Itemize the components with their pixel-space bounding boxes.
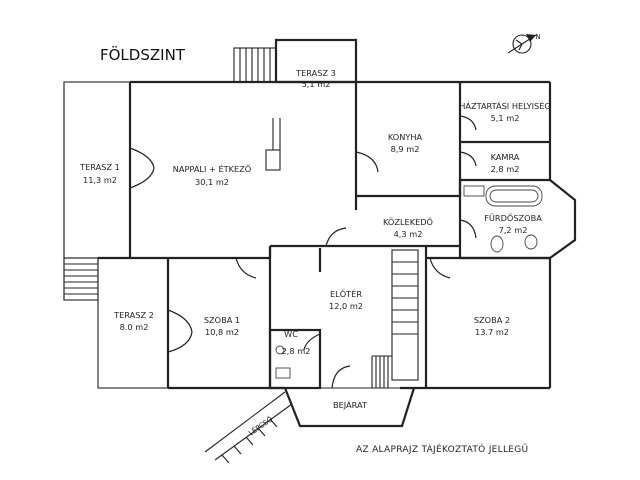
- room-area: 8,9 m2: [391, 144, 420, 154]
- door-icon: [325, 227, 347, 247]
- entrance-door-icon: [331, 365, 351, 389]
- room-eloter: ELŐTÉR 12,0 m2: [268, 246, 428, 389]
- sink-icon: [275, 367, 291, 379]
- room-terasz-2: TERASZ 2 8.0 m2: [97, 257, 169, 389]
- room-area: 10,8 m2: [205, 327, 239, 337]
- room-name: FÜRDŐSZOBA: [484, 213, 542, 223]
- room-kozlekedo: KÖZLEKEDŐ 4,3 m2: [268, 196, 460, 258]
- terasz-3-steps: [233, 47, 277, 83]
- room-kamra: KAMRA 2,8 m2: [459, 151, 550, 182]
- staircase: [371, 249, 419, 388]
- disclaimer-note: AZ ALAPRAJZ TÁJÉKOZTATÓ JELLEGŰ: [356, 443, 528, 455]
- room-name: WC: [284, 329, 298, 339]
- room-wc: WC 2,8 m2: [268, 328, 322, 390]
- svg-text:N: N: [535, 33, 540, 41]
- room-area: 7,2 m2: [499, 225, 528, 235]
- entrance-label: BEJÁRAT: [333, 399, 368, 410]
- door-icon: [459, 115, 477, 131]
- door-icon: [429, 257, 451, 279]
- room-name: ELŐTÉR: [330, 288, 362, 299]
- room-nappali-etkezo: NAPPALI + ÉTKEZŐ 30,1 m2: [129, 82, 358, 196]
- plan-title: FÖLDSZINT: [100, 45, 186, 64]
- room-szoba-2: SZOBA 2 13.7 m2: [426, 256, 550, 337]
- bidet-icon: [524, 234, 538, 250]
- room-area: 5,1 m2: [302, 79, 331, 89]
- outer-steps: LÉPCSŐ: [204, 391, 293, 464]
- room-name: TERASZ 3: [295, 68, 336, 78]
- double-door-icon: [167, 309, 193, 333]
- room-area: 2,8 m2: [491, 164, 520, 174]
- room-area: 5,1 m2: [491, 113, 520, 123]
- room-name: KÖZLEKEDŐ: [383, 217, 433, 227]
- room-haztartasi-helyiseg: HÁZTARTÁSI HELYISÉG 5,1 m2: [459, 100, 551, 144]
- room-area: 11,3 m2: [83, 175, 117, 185]
- door-icon: [235, 257, 257, 279]
- room-name: SZOBA 2: [474, 315, 510, 325]
- door-icon: [459, 219, 477, 239]
- terasz-1-steps: [63, 257, 99, 301]
- sink-icon: [463, 185, 485, 197]
- room-name: NAPPALI + ÉTKEZŐ: [173, 163, 252, 174]
- toilet-icon: [490, 235, 504, 253]
- room-area: 30,1 m2: [195, 177, 229, 187]
- room-name: SZOBA 1: [204, 315, 240, 325]
- room-konyha: KONYHA 8,9 m2: [355, 82, 462, 198]
- room-area: 13.7 m2: [475, 327, 509, 337]
- room-terasz-1: TERASZ 1 11,3 m2: [63, 81, 131, 301]
- toilet-icon: [275, 345, 285, 355]
- outer-walls: [98, 80, 577, 390]
- room-area: 12,0 m2: [329, 301, 363, 311]
- room-area: 2,8 m2: [282, 346, 311, 356]
- double-door-icon: [129, 147, 155, 169]
- entrance-porch: BEJÁRAT: [283, 387, 416, 428]
- room-name: KAMRA: [491, 152, 520, 162]
- room-furdoszoba: FÜRDŐSZOBA 7,2 m2: [458, 180, 550, 260]
- room-area: 8.0 m2: [120, 322, 149, 332]
- room-area: 4,3 m2: [394, 229, 423, 239]
- room-name: HÁZTARTÁSI HELYISÉG: [459, 100, 551, 111]
- room-name: TERASZ 2: [113, 310, 154, 320]
- room-name: KONYHA: [388, 132, 423, 142]
- chimney-icon: [265, 149, 281, 171]
- door-icon: [355, 151, 379, 173]
- door-icon: [303, 333, 321, 351]
- door-icon: [459, 151, 477, 167]
- north-arrow-icon: N: [507, 33, 541, 54]
- room-szoba-1: SZOBA 1 10,8 m2: [166, 257, 257, 388]
- room-name: TERASZ 1: [79, 162, 120, 172]
